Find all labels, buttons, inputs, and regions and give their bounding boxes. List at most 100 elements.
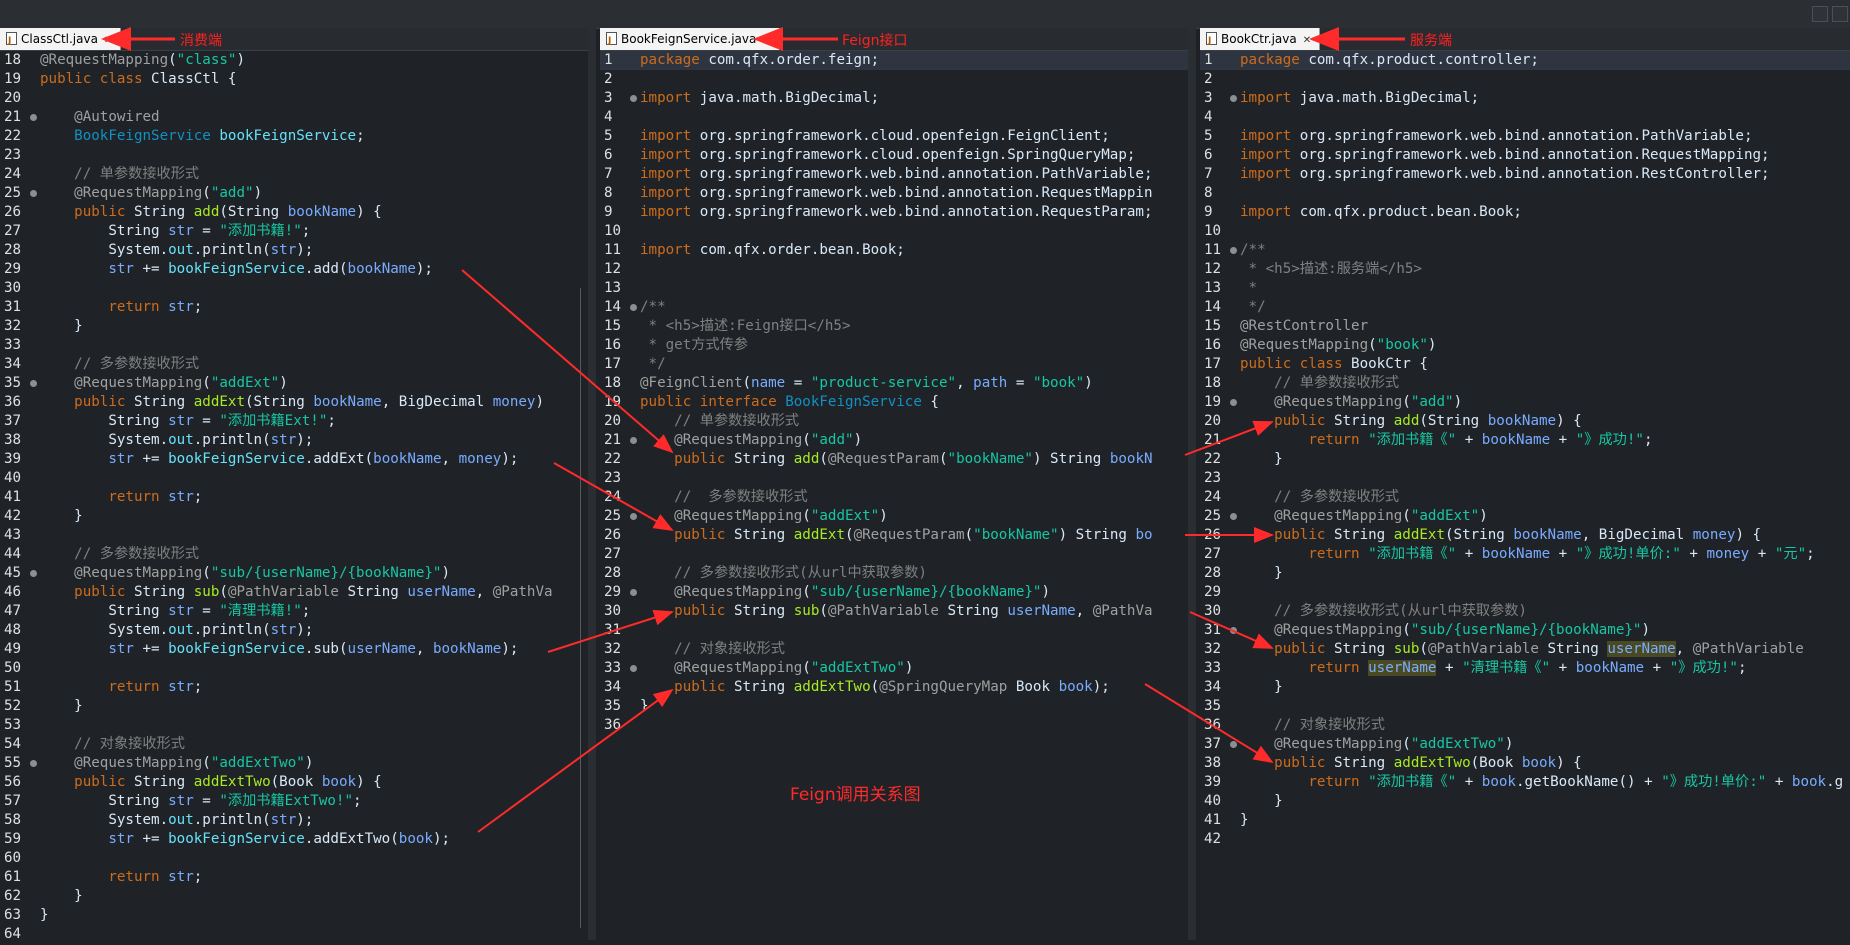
code-line[interactable]: 32 } — [0, 317, 588, 336]
code-line[interactable]: 37 String str = "添加书籍Ext!"; — [0, 412, 588, 431]
code-line[interactable]: 50 — [0, 659, 588, 678]
code-line[interactable]: 25 @RequestMapping("addExt") — [600, 507, 1188, 526]
code-line[interactable]: 31 return str; — [0, 298, 588, 317]
code-line[interactable]: 22 public String add(@RequestParam("book… — [600, 450, 1188, 469]
close-icon[interactable]: ✕ — [103, 35, 113, 46]
fold-marker-icon[interactable] — [30, 114, 37, 121]
code-line[interactable]: 2 — [600, 70, 1188, 89]
code-line[interactable]: 30 // 多参数接收形式(从url中获取参数) — [1200, 602, 1850, 621]
code-line[interactable]: 52 } — [0, 697, 588, 716]
code-line[interactable]: 47 String str = "清理书籍!"; — [0, 602, 588, 621]
code-line[interactable]: 53 — [0, 716, 588, 735]
code-line[interactable]: 36 // 对象接收形式 — [1200, 716, 1850, 735]
code-line[interactable]: 10 — [600, 222, 1188, 241]
code-line[interactable]: 34 // 多参数接收形式 — [0, 355, 588, 374]
code-line[interactable]: 59 str += bookFeignService.addExtTwo(boo… — [0, 830, 588, 849]
code-line[interactable]: 22 } — [1200, 450, 1850, 469]
code-line[interactable]: 20 // 单参数接收形式 — [600, 412, 1188, 431]
code-line[interactable]: 31 — [600, 621, 1188, 640]
code-line[interactable]: 39 str += bookFeignService.addExt(bookNa… — [0, 450, 588, 469]
code-line[interactable]: 64 — [0, 925, 588, 940]
code-line[interactable]: 40 } — [1200, 792, 1850, 811]
fold-marker-icon[interactable] — [1230, 513, 1237, 520]
code-line[interactable]: 62 } — [0, 887, 588, 906]
fold-marker-icon[interactable] — [630, 589, 637, 596]
code-line[interactable]: 16@RequestMapping("book") — [1200, 336, 1850, 355]
code-line[interactable]: 10 — [1200, 222, 1850, 241]
code-line[interactable]: 63} — [0, 906, 588, 925]
code-line[interactable]: 41 return str; — [0, 488, 588, 507]
code-line[interactable]: 14/** — [600, 298, 1188, 317]
fold-marker-icon[interactable] — [1230, 627, 1237, 634]
pane-divider[interactable] — [588, 28, 596, 940]
code-line[interactable]: 39 return "添加书籍《" + book.getBookName() +… — [1200, 773, 1850, 792]
code-line[interactable]: 42 — [1200, 830, 1850, 849]
code-line[interactable]: 12 — [600, 260, 1188, 279]
code-line[interactable]: 11/** — [1200, 241, 1850, 260]
code-line[interactable]: 36 — [600, 716, 1188, 735]
fold-marker-icon[interactable] — [630, 437, 637, 444]
code-line[interactable]: 25 @RequestMapping("add") — [0, 184, 588, 203]
code-line[interactable]: 30 — [0, 279, 588, 298]
code-line[interactable]: 13 * — [1200, 279, 1850, 298]
code-line[interactable]: 58 System.out.println(str); — [0, 811, 588, 830]
tab-classctl[interactable]: ClassCtl.java✕ — [0, 28, 122, 52]
code-line[interactable]: 34 } — [1200, 678, 1850, 697]
fold-marker-icon[interactable] — [630, 95, 637, 102]
maximize-icon[interactable] — [1832, 6, 1848, 22]
code-line[interactable]: 42 } — [0, 507, 588, 526]
code-line[interactable]: 26 public String addExt(String bookName,… — [1200, 526, 1850, 545]
code-line[interactable]: 24 // 多参数接收形式 — [1200, 488, 1850, 507]
code-line[interactable]: 15 * <h5>描述:Feign接口</h5> — [600, 317, 1188, 336]
tab-bookctr[interactable]: BookCtr.java✕ — [1200, 28, 1321, 52]
code-line[interactable]: 48 System.out.println(str); — [0, 621, 588, 640]
minimize-icon[interactable] — [1812, 6, 1828, 22]
code-line[interactable]: 28 } — [1200, 564, 1850, 583]
code-line[interactable]: 33 — [0, 336, 588, 355]
code-line[interactable]: 57 String str = "添加书籍ExtTwo!"; — [0, 792, 588, 811]
tab-bookfeignservice[interactable]: BookFeignService.java✕ — [600, 28, 780, 52]
code-line[interactable]: 18@RequestMapping("class") — [0, 51, 588, 70]
fold-marker-icon[interactable] — [630, 665, 637, 672]
fold-marker-icon[interactable] — [1230, 741, 1237, 748]
code-line[interactable]: 28 System.out.println(str); — [0, 241, 588, 260]
code-line[interactable]: 18@FeignClient(name = "product-service",… — [600, 374, 1188, 393]
code-line[interactable]: 32 // 对象接收形式 — [600, 640, 1188, 659]
code-line[interactable]: 40 — [0, 469, 588, 488]
code-line[interactable]: 41} — [1200, 811, 1850, 830]
code-line[interactable]: 28 // 多参数接收形式(从url中获取参数) — [600, 564, 1188, 583]
code-line[interactable]: 24 // 多参数接收形式 — [600, 488, 1188, 507]
code-line[interactable]: 45 @RequestMapping("sub/{userName}/{book… — [0, 564, 588, 583]
close-icon[interactable]: ✕ — [762, 35, 771, 46]
code-line[interactable]: 37 @RequestMapping("addExtTwo") — [1200, 735, 1850, 754]
code-line[interactable]: 21 @Autowired — [0, 108, 588, 127]
code-line[interactable]: 35 @RequestMapping("addExt") — [0, 374, 588, 393]
code-line[interactable]: 21 return "添加书籍《" + bookName + "》成功!"; — [1200, 431, 1850, 450]
code-line[interactable]: 60 — [0, 849, 588, 868]
code-line[interactable]: 30 public String sub(@PathVariable Strin… — [600, 602, 1188, 621]
code-line[interactable]: 46 public String sub(@PathVariable Strin… — [0, 583, 588, 602]
fold-marker-icon[interactable] — [1230, 95, 1237, 102]
fold-marker-icon[interactable] — [30, 760, 37, 767]
code-line[interactable]: 49 str += bookFeignService.sub(userName,… — [0, 640, 588, 659]
code-line[interactable]: 17 */ — [600, 355, 1188, 374]
code-line[interactable]: 14 */ — [1200, 298, 1850, 317]
code-line[interactable]: 26 public String add(String bookName) { — [0, 203, 588, 222]
code-line[interactable]: 20 public String add(String bookName) { — [1200, 412, 1850, 431]
code-line[interactable]: 54 // 对象接收形式 — [0, 735, 588, 754]
fold-marker-icon[interactable] — [30, 190, 37, 197]
code-line[interactable]: 13 — [600, 279, 1188, 298]
code-line[interactable]: 33 return userName + "清理书籍《" + bookName … — [1200, 659, 1850, 678]
